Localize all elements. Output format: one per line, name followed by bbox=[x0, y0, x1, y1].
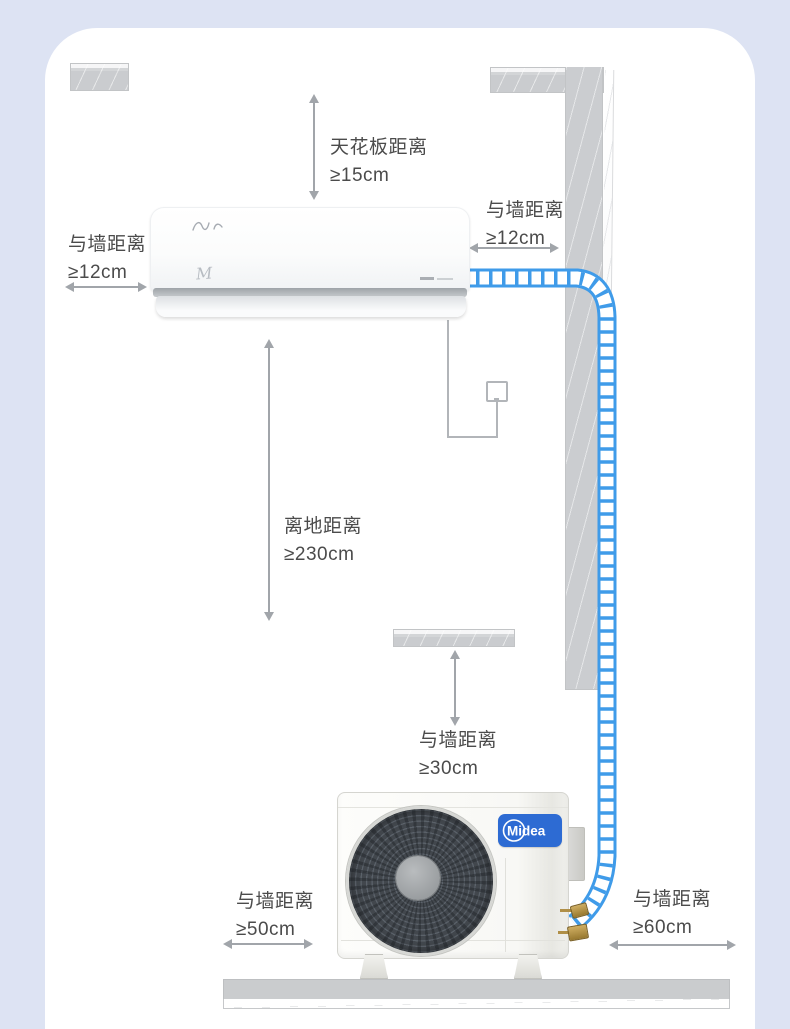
clearance-value: ≥50cm bbox=[236, 919, 296, 940]
indoor-unit bbox=[150, 207, 470, 292]
outdoor-fan-hub bbox=[396, 856, 440, 900]
clearance-title: 与墙距离 bbox=[419, 730, 498, 751]
indoor-unit-outlet-bar bbox=[153, 288, 467, 297]
clearance-value: ≥230cm bbox=[284, 544, 355, 565]
wall-right-clearance-label: 与墙距离 ≥12cm bbox=[486, 197, 564, 253]
wall-left-clearance-arrow bbox=[65, 282, 147, 292]
valve-stem bbox=[560, 909, 573, 912]
ceiling-block-left bbox=[70, 63, 129, 91]
clearance-title: 与墙距离 bbox=[486, 200, 565, 221]
wall-left-clearance-label: 与墙距离 ≥12cm bbox=[68, 231, 146, 287]
clearance-title: 与墙距离 bbox=[68, 234, 147, 255]
clearance-title: 天花板距离 bbox=[330, 137, 428, 158]
power-plug-pin bbox=[494, 398, 499, 402]
ground-clearance-arrow bbox=[264, 339, 274, 621]
outdoor-left-clearance-label: 与墙距离 ≥50cm bbox=[236, 888, 314, 944]
outdoor-unit-foot bbox=[514, 954, 542, 979]
ceiling-clearance-label: 天花板距离 ≥15cm bbox=[330, 134, 428, 190]
power-cord bbox=[447, 320, 449, 438]
clearance-value: ≥30cm bbox=[419, 758, 479, 779]
clearance-title: 离地距离 bbox=[284, 516, 363, 537]
clearance-value: ≥12cm bbox=[486, 228, 546, 249]
outdoor-unit-seam bbox=[505, 858, 506, 952]
outdoor-right-clearance-arrow bbox=[609, 940, 736, 950]
indoor-unit-logo-mark bbox=[192, 221, 223, 231]
outdoor-right-clearance-label: 与墙距离 ≥60cm bbox=[633, 886, 711, 942]
rear-wall-ledge bbox=[393, 629, 515, 647]
clearance-value: ≥12cm bbox=[68, 262, 128, 283]
clearance-value: ≥15cm bbox=[330, 165, 390, 186]
midea-logo-circle bbox=[502, 819, 526, 842]
indoor-unit-model-text bbox=[420, 277, 434, 280]
outdoor-left-clearance-arrow bbox=[223, 939, 313, 949]
indoor-unit-model-text bbox=[437, 278, 453, 280]
valve-stem bbox=[558, 931, 571, 934]
wall-right-clearance-arrow bbox=[469, 243, 559, 253]
midea-script-logo: M bbox=[195, 263, 214, 284]
power-cord bbox=[447, 436, 498, 438]
indoor-unit-louver bbox=[156, 296, 466, 317]
midea-badge: Midea bbox=[498, 814, 562, 847]
power-cord bbox=[496, 400, 498, 438]
wall-column bbox=[565, 67, 603, 690]
rear-wall-clearance-arrow bbox=[450, 650, 460, 726]
clearance-title: 与墙距离 bbox=[236, 891, 315, 912]
rear-wall-clearance-label: 与墙距离 ≥30cm bbox=[419, 727, 497, 783]
clearance-value: ≥60cm bbox=[633, 917, 693, 938]
midea-logo-text: Midea bbox=[507, 824, 546, 839]
clearance-title: 与墙距离 bbox=[633, 889, 712, 910]
floor bbox=[223, 979, 730, 1000]
floor-base bbox=[223, 999, 730, 1009]
ceiling-clearance-arrow bbox=[309, 94, 319, 200]
ground-clearance-label: 离地距离 ≥230cm bbox=[284, 513, 362, 569]
